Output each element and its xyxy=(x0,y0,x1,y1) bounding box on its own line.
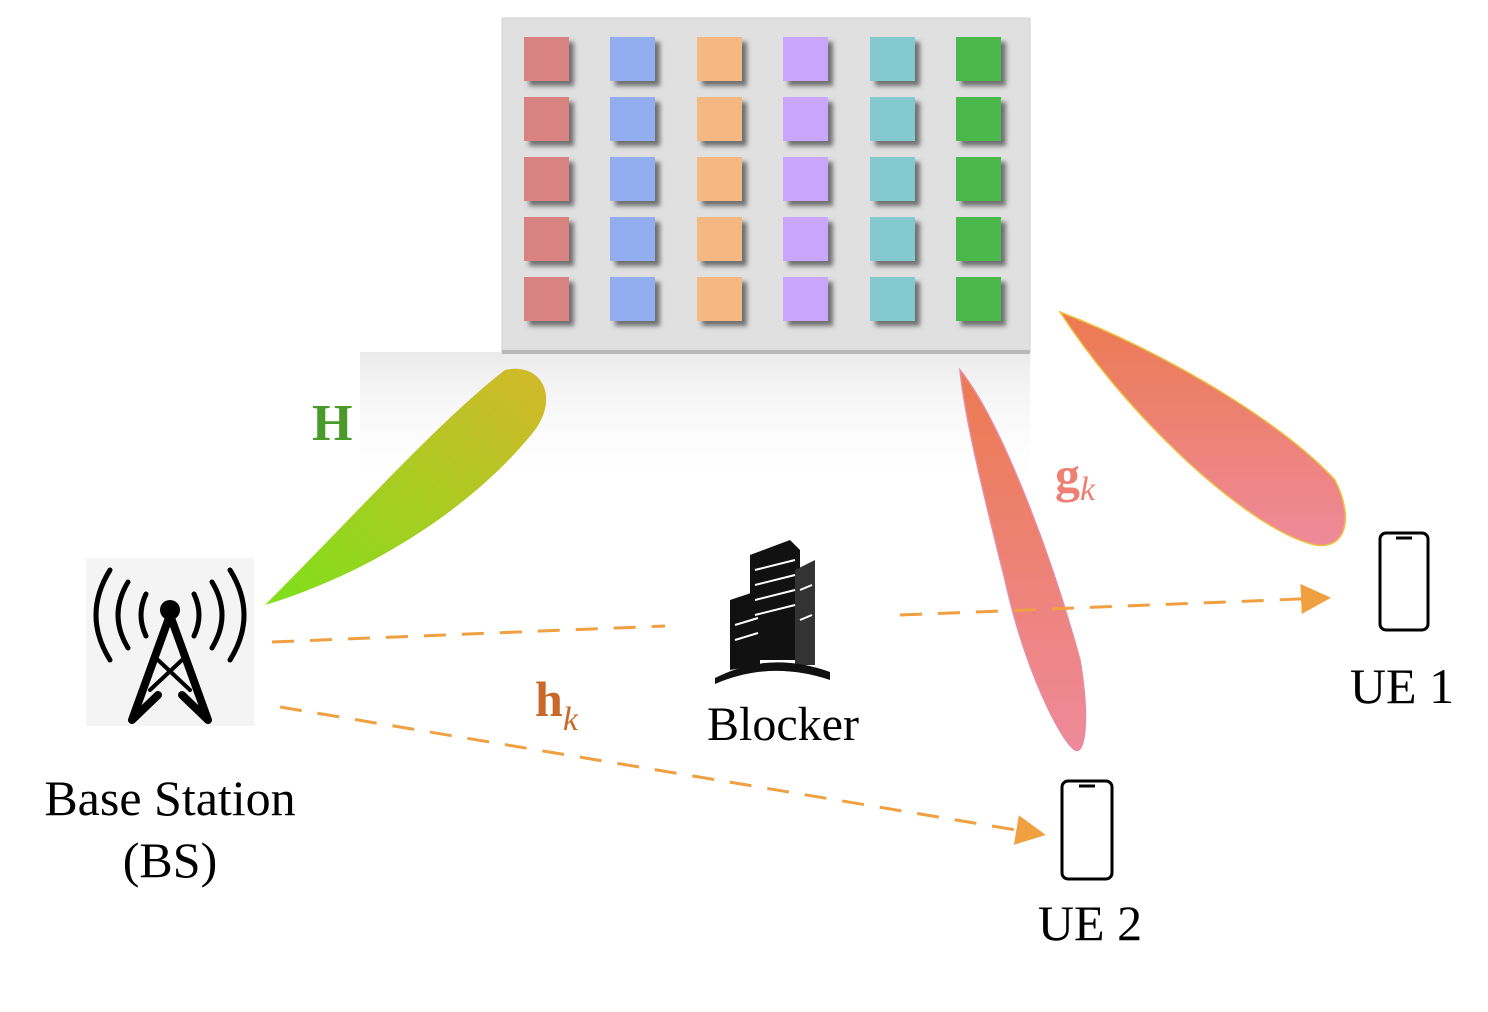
ris-element xyxy=(524,277,569,321)
channel-h-symbol: h xyxy=(535,671,563,727)
ris-element xyxy=(697,37,742,81)
direct-link-blocked xyxy=(271,624,666,644)
base-station-label-line1: Base Station xyxy=(44,770,295,826)
channel-g-symbol: g xyxy=(1055,447,1080,503)
ris-element xyxy=(956,277,1001,321)
ue2-label: UE 2 xyxy=(1038,895,1142,951)
ris-element xyxy=(524,37,569,81)
ris-element xyxy=(610,97,655,141)
ris-panel xyxy=(360,17,1031,492)
ris-element xyxy=(956,157,1001,201)
building-icon xyxy=(715,540,830,684)
ris-element xyxy=(783,97,828,141)
ris-element xyxy=(956,37,1001,81)
ris-element xyxy=(524,217,569,261)
beam-bs-to-ris xyxy=(265,368,547,605)
ris-element xyxy=(870,217,915,261)
ris-element xyxy=(783,37,828,81)
ris-element xyxy=(870,157,915,201)
ue1-label: UE 1 xyxy=(1350,658,1454,714)
ris-element xyxy=(956,97,1001,141)
base-station-label-line2: (BS) xyxy=(123,832,217,888)
ue2-phone-icon xyxy=(1060,779,1114,881)
ris-element xyxy=(870,277,915,321)
beam-ris-to-ue2 xyxy=(959,367,1087,752)
ris-element xyxy=(610,37,655,81)
channel-H-label: H xyxy=(312,395,352,452)
direct-link-to-ue1 xyxy=(899,583,1331,617)
ris-element xyxy=(610,217,655,261)
ris-element xyxy=(697,157,742,201)
ris-element xyxy=(783,277,828,321)
ris-element xyxy=(697,97,742,141)
ris-element xyxy=(956,217,1001,261)
beam-ris-to-ue1 xyxy=(1058,310,1347,547)
ris-element xyxy=(697,277,742,321)
ris-element xyxy=(610,277,655,321)
channel-h-label: hk xyxy=(535,671,579,738)
ris-element xyxy=(697,217,742,261)
ue1-phone-icon xyxy=(1378,531,1430,632)
channel-h-subscript: k xyxy=(563,701,579,738)
channel-g-subscript: k xyxy=(1080,471,1096,508)
ris-element xyxy=(524,97,569,141)
ris-element xyxy=(870,37,915,81)
ris-element xyxy=(870,97,915,141)
channel-g-label: gk xyxy=(1055,447,1096,508)
base-station-icon xyxy=(86,558,254,726)
ris-element xyxy=(783,157,828,201)
ris-element xyxy=(783,217,828,261)
ris-element-grid xyxy=(524,37,1001,321)
blocker-label: Blocker xyxy=(707,698,859,751)
ris-element xyxy=(610,157,655,201)
ris-element xyxy=(524,157,569,201)
direct-link-to-ue2 xyxy=(279,705,1046,845)
